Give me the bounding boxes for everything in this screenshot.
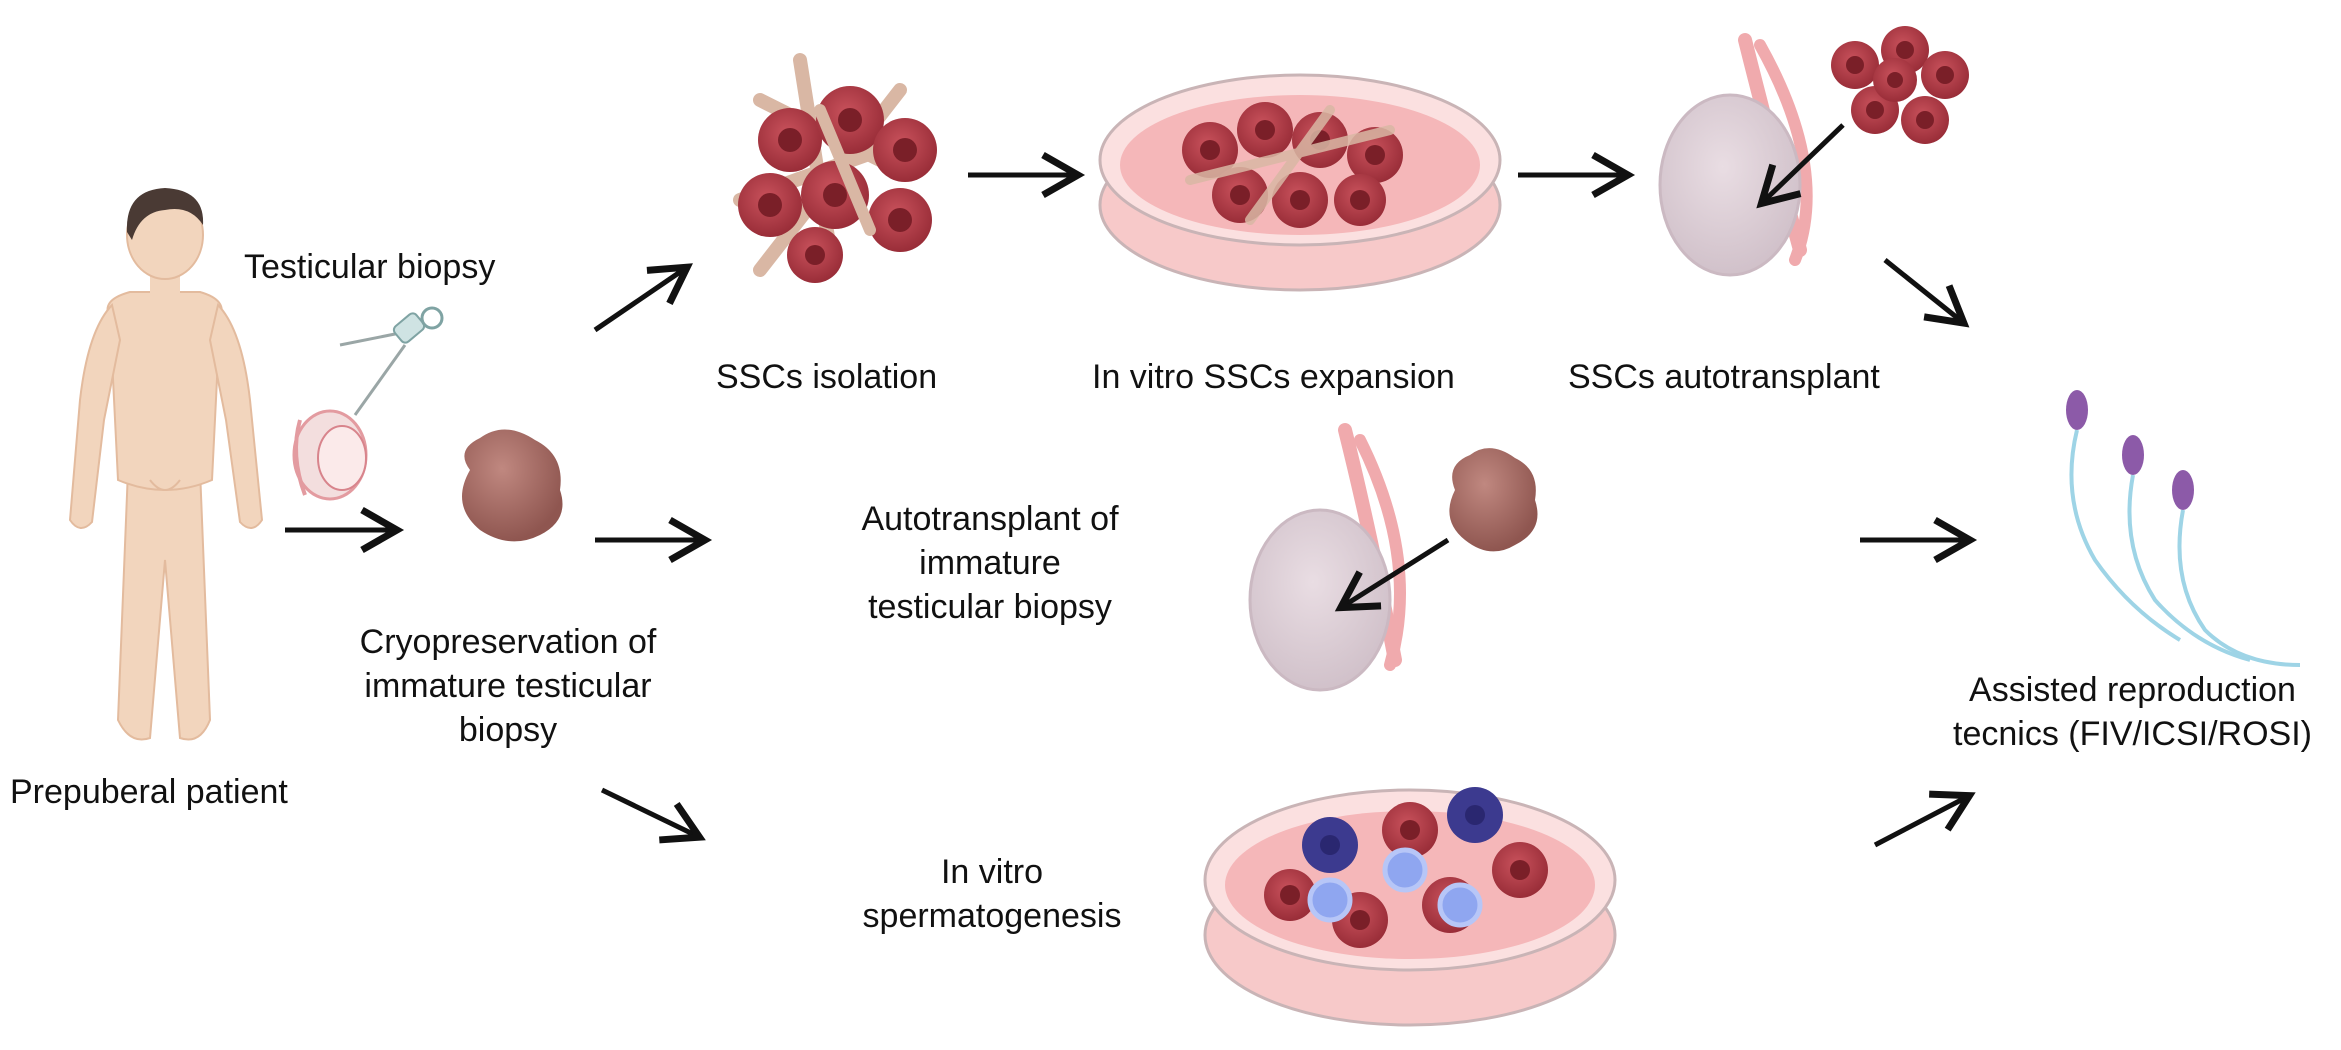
label-testicular-biopsy: Testicular biopsy [244,248,496,286]
arrow-bottom-to-art [1873,790,1976,848]
spermatogenesis-petri-dish-icon [1203,787,1617,1027]
label-assisted-reproduction: Assisted reproduction tecnics (FIV/ICSI/… [1930,668,2335,756]
sscs-autotransplant-testis-icon [1658,26,1969,277]
label-prepuberal-patient: Prepuberal patient [10,773,288,811]
cryopreserved-biopsy-icon [462,429,563,542]
biopsy-autotransplant-testis-icon [1248,423,1538,692]
label-sscs-isolation: SSCs isolation [716,358,938,396]
sscs-isolation-cluster-icon [733,53,937,283]
label-autotransplant-biopsy-line-1: Autotransplant of [861,500,1119,538]
label-assisted-reproduction-line-1: Assisted reproduction [1969,671,2296,709]
testicular-biopsy-syringe-icon [292,306,444,501]
arrow-cryo-to-isolation [593,263,693,333]
patient-figure-icon [68,188,264,741]
label-cryopreservation-line-2: immature testicular [364,667,652,705]
expansion-petri-dish-icon [1098,73,1502,292]
label-autotransplant-biopsy-line-3: testicular biopsy [868,588,1112,626]
label-assisted-reproduction-line-2: tecnics (FIV/ICSI/ROSI) [1953,715,2312,753]
label-autotransplant-biopsy-line-2: immature [919,544,1061,582]
label-sscs-autotransplant: SSCs autotransplant [1568,358,1880,396]
arrow-top-to-art [1883,258,1970,328]
sperm-cells-icon [2066,390,2301,667]
label-cryopreservation-line-1: Cryopreservation of [359,623,657,661]
label-cryopreservation-line-3: biopsy [458,711,558,749]
arrow-cells-into-testis-top [1756,123,1845,209]
arrow-biopsy-into-testis-mid [1334,537,1450,612]
label-cryopreservation: Cryopreservation of immature testicular … [338,620,678,752]
arrow-cryo-to-spermatogenesis [600,787,706,844]
label-in-vitro-spermatogenesis: In vitro spermatogenesis [852,850,1132,938]
label-in-vitro-spermatogenesis-line-1: In vitro [940,853,1044,891]
label-in-vitro-expansion: In vitro SSCs expansion [1092,358,1455,396]
label-in-vitro-spermatogenesis-line-2: spermatogenesis [862,897,1122,935]
label-autotransplant-biopsy: Autotransplant of immature testicular bi… [840,497,1140,629]
